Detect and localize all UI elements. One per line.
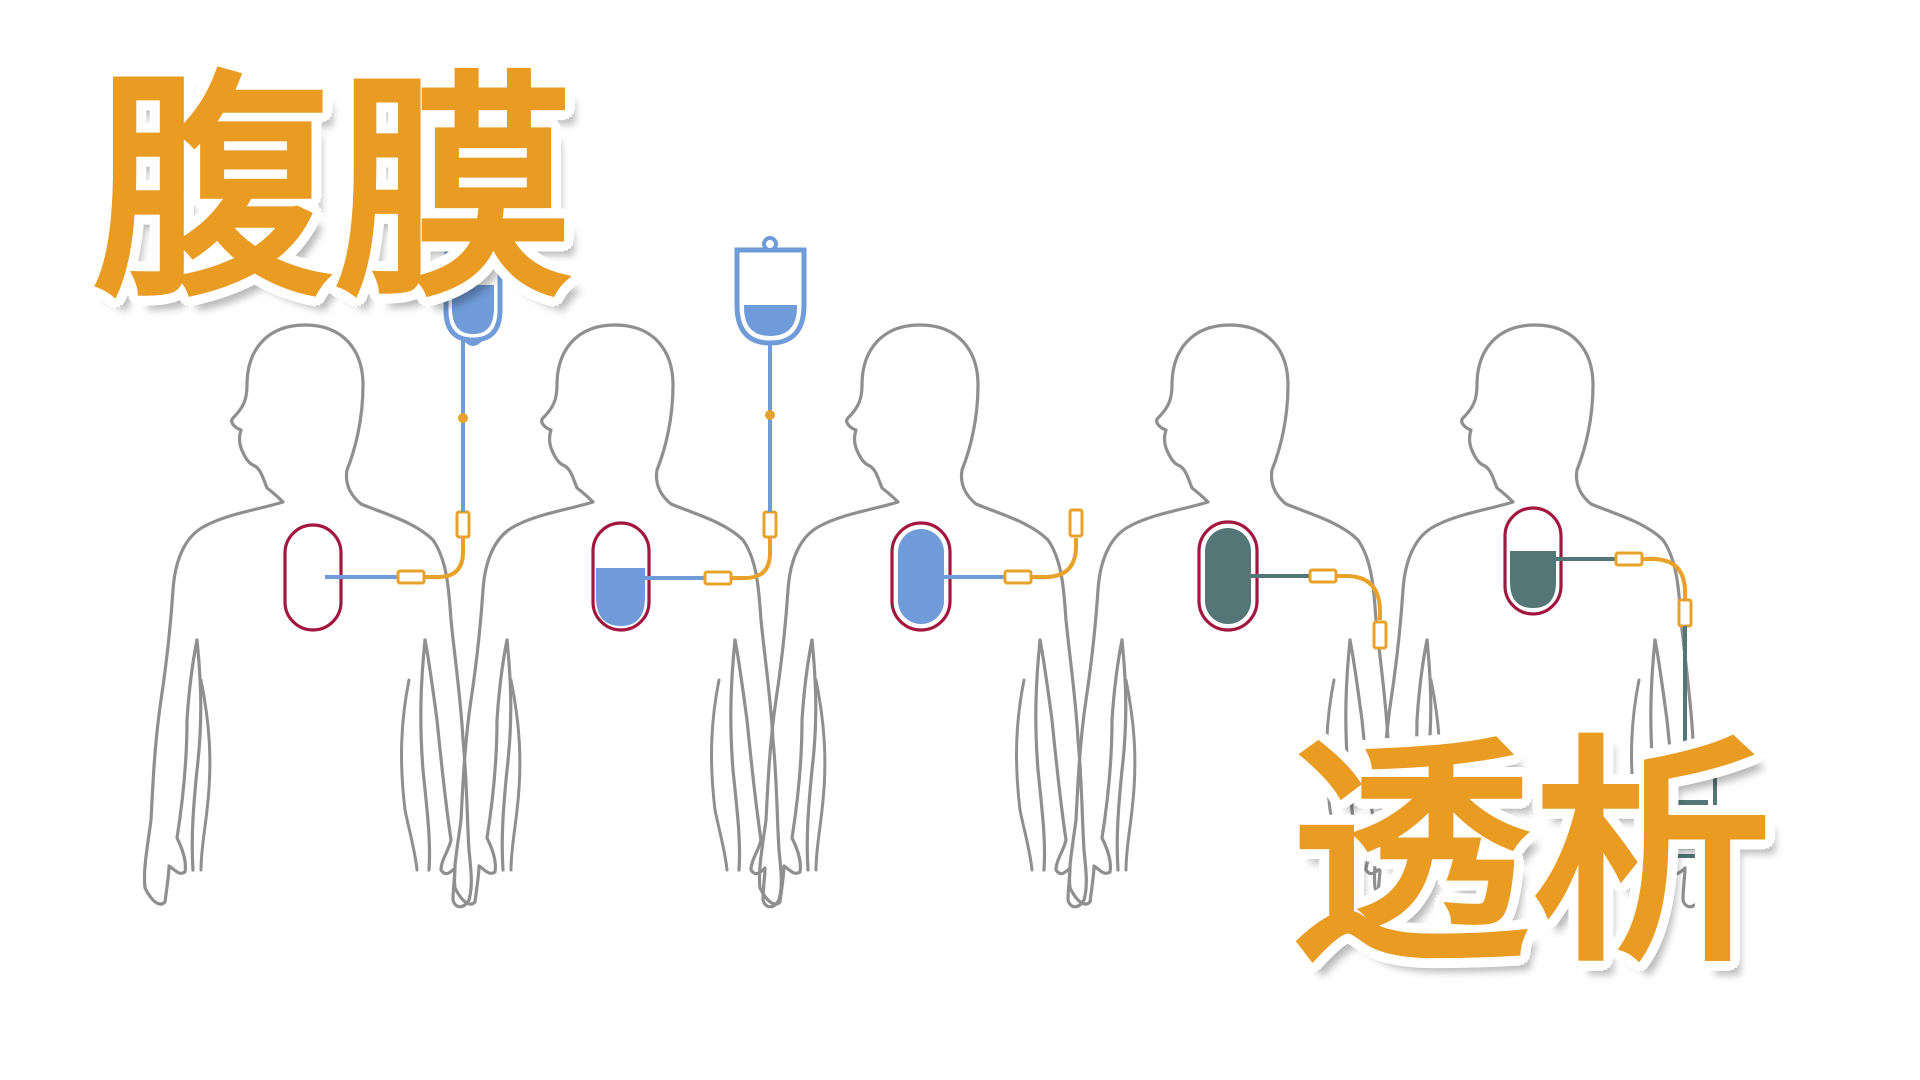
stage-2 xyxy=(452,236,807,909)
stage-3 xyxy=(757,323,1088,909)
fresh-dialysate-fill xyxy=(596,568,645,626)
clamp-icon xyxy=(765,410,775,420)
cap-icon xyxy=(1068,508,1084,538)
fresh-dialysate-fill xyxy=(898,529,944,624)
transfer-tube xyxy=(1031,538,1078,579)
stage-4 xyxy=(1067,323,1398,909)
stage-1 xyxy=(142,232,503,909)
dialysate-bag-icon xyxy=(734,236,807,346)
connector-icon xyxy=(762,510,778,539)
clamp-icon xyxy=(458,413,468,423)
transfer-tube xyxy=(1642,557,1687,600)
title-dialysis: 透析 xyxy=(1290,715,1775,995)
title-peritoneal: 腹膜 xyxy=(92,50,577,330)
connector-icon xyxy=(703,570,733,586)
connector-icon xyxy=(1308,568,1338,584)
used-dialysate-fill xyxy=(1510,551,1556,608)
stage-5 xyxy=(1372,323,1720,909)
connector-icon xyxy=(1614,551,1644,567)
connector-icon xyxy=(1003,569,1033,585)
dialysate-bag-icon xyxy=(443,232,503,346)
connector-icon xyxy=(455,510,471,539)
drain-bag-icon xyxy=(1650,758,1720,858)
connector-icon xyxy=(396,569,426,585)
transfer-tube xyxy=(731,537,772,580)
transfer-tube xyxy=(1336,574,1382,620)
cap-icon xyxy=(1372,620,1388,650)
body-outline-icon xyxy=(142,323,473,909)
transfer-tube xyxy=(424,537,465,579)
used-dialysate-fill xyxy=(1205,528,1251,624)
connector-icon xyxy=(1677,598,1693,628)
